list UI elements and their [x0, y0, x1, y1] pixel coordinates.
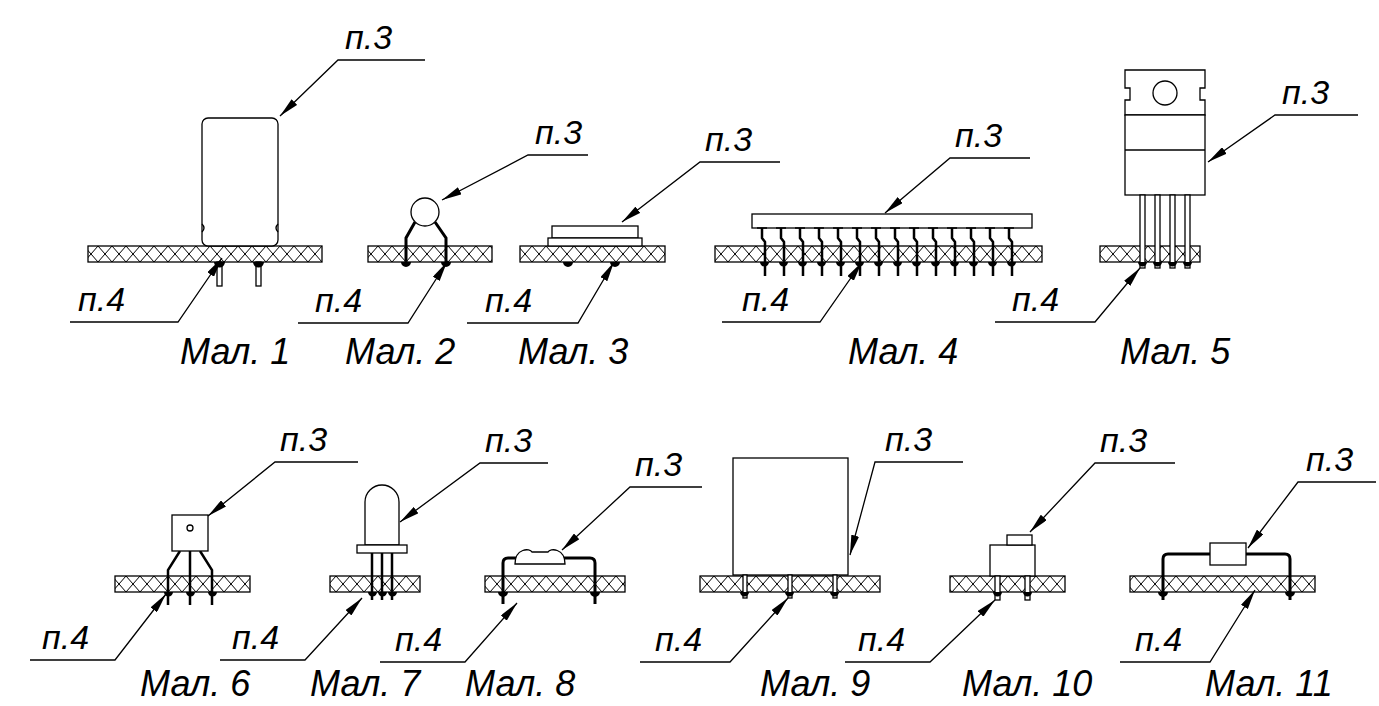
- circuit-board: [115, 576, 250, 592]
- figure-caption: Мал. 8: [465, 666, 575, 702]
- leader-line: [845, 600, 995, 662]
- disc-component: [411, 198, 439, 226]
- crystal-body: [552, 226, 638, 238]
- callout-number: п.4: [858, 622, 905, 656]
- figure-caption: Мал. 9: [760, 666, 870, 702]
- dip-pins: [762, 228, 1012, 276]
- callout-number: п.4: [1135, 622, 1182, 656]
- leader-line: [1248, 482, 1376, 548]
- leader-line: [30, 594, 166, 660]
- dip-pin-shoulders: [757, 227, 1014, 228]
- led-dome: [365, 485, 399, 545]
- circuit-board: [950, 576, 1065, 592]
- leader-line: [1120, 590, 1255, 662]
- leader-line: [995, 268, 1140, 322]
- leader-line: [1030, 463, 1175, 532]
- callout-number: п.4: [232, 620, 279, 654]
- capacitor-groove: [202, 224, 278, 232]
- components: [168, 70, 1290, 605]
- capacitor-body: [202, 118, 278, 246]
- dip-body: [752, 214, 1032, 228]
- figure-caption: Мал. 6: [140, 666, 250, 702]
- circuit-board: [368, 246, 492, 262]
- callout-number: п.3: [345, 20, 392, 54]
- solder-joint: [164, 262, 1295, 597]
- leader-line: [467, 262, 614, 323]
- circuit-board: [88, 246, 322, 262]
- callout-number: п.3: [1282, 75, 1329, 109]
- component-lead: [1185, 195, 1190, 268]
- leader-line: [208, 462, 358, 516]
- callout-number: п.3: [535, 115, 582, 149]
- callout-number: п.4: [78, 282, 125, 316]
- callout-number: п.4: [1012, 282, 1059, 316]
- leader-line: [220, 598, 362, 660]
- led-flange: [357, 545, 407, 553]
- leader-line: [1208, 115, 1358, 162]
- component-lead: [1140, 195, 1145, 268]
- resistor-body: [515, 550, 565, 564]
- component-lead: [1155, 195, 1160, 268]
- callout-number: п.3: [885, 422, 932, 456]
- mounting-hole: [1153, 81, 1177, 105]
- figure-caption: Мал. 11: [1205, 666, 1333, 702]
- callout-number: п.3: [705, 122, 752, 156]
- circuit-board: [330, 576, 420, 592]
- leader-line: [70, 258, 222, 322]
- to220-line: [1125, 149, 1205, 150]
- figure-caption: Мал. 4: [848, 334, 958, 370]
- callout-number: п.4: [315, 283, 362, 317]
- leader-line: [280, 60, 425, 116]
- component-lead: [406, 222, 446, 262]
- transistor-mark: [187, 525, 193, 531]
- circuit-board: [485, 576, 625, 592]
- callout-number: п.3: [1306, 442, 1353, 476]
- transistor-body: [172, 515, 208, 551]
- figure-caption: Мал. 7: [310, 666, 420, 702]
- crystal-base: [548, 238, 642, 246]
- callout-number: п.3: [280, 422, 327, 456]
- callout-number: п.4: [42, 620, 89, 654]
- component-body: [1210, 543, 1246, 565]
- component-lead: [168, 551, 212, 605]
- leader-line: [640, 598, 788, 662]
- callout-number: п.3: [485, 423, 532, 457]
- leader-line: [850, 462, 963, 555]
- callout-number: п.3: [635, 447, 682, 481]
- leader-line: [622, 162, 780, 222]
- leader-line: [400, 463, 548, 522]
- figure-caption: Мал. 2: [345, 334, 455, 370]
- leader-lines: [30, 60, 1376, 662]
- leader-line: [885, 158, 1030, 213]
- callout-number: п.4: [395, 622, 442, 656]
- leader-line: [442, 155, 588, 200]
- callout-number: п.4: [655, 622, 702, 656]
- leader-line: [722, 262, 862, 322]
- circuit-board: [520, 246, 665, 262]
- to220-body: [1125, 115, 1205, 195]
- component-lead: [503, 558, 595, 604]
- figure-caption: Мал. 5: [1120, 334, 1230, 370]
- figure-caption: Мал. 1: [180, 334, 290, 370]
- to220-tab: [1125, 70, 1205, 115]
- button-cap: [1007, 535, 1032, 545]
- leader-line: [562, 487, 702, 550]
- callout-number: п.4: [742, 282, 789, 316]
- leader-line: [380, 603, 517, 662]
- callout-number: п.4: [485, 283, 532, 317]
- circuit-board: [1130, 576, 1315, 592]
- circuit-board: [88, 246, 1315, 592]
- button-body: [990, 545, 1035, 576]
- callout-number: п.3: [955, 118, 1002, 152]
- component-lead: [1170, 195, 1175, 268]
- module-body: [733, 458, 848, 575]
- leader-line: [298, 262, 447, 323]
- figure-caption: Мал. 10: [962, 666, 1092, 702]
- figure-caption: Мал. 3: [518, 334, 628, 370]
- callout-number: п.3: [1100, 423, 1147, 457]
